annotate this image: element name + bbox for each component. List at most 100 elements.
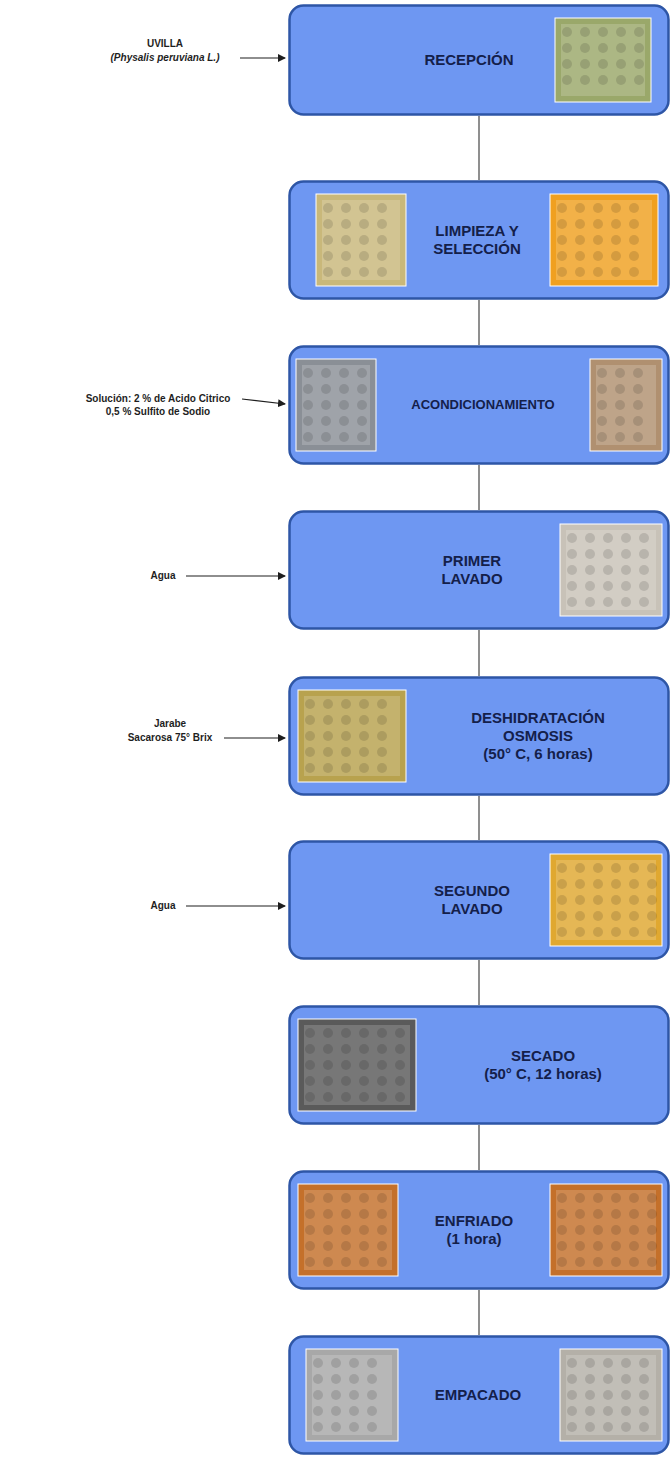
photo-detail [341,267,351,277]
process-box: ENFRIADO(1 hora) [288,1170,670,1290]
photo-detail [557,895,567,905]
photo-detail [377,251,387,261]
photo-detail [367,1406,377,1416]
photo-detail [639,581,649,591]
photo-detail [305,1241,315,1251]
photo-detail [647,1193,657,1203]
photo-detail [395,1092,405,1102]
photo-detail [377,1076,387,1086]
step-condition: (50° C, 12 horas) [484,1065,602,1083]
photo-detail [575,1225,585,1235]
photo-detail [585,549,595,559]
photo-detail [331,1374,341,1384]
photo-detail [593,267,603,277]
photo-detail [615,432,625,442]
photo-detail [611,203,621,213]
photo-detail [566,1355,656,1435]
photo-detail [585,1374,595,1384]
photo-detail [303,368,313,378]
photo-detail [603,533,613,543]
photo-detail [611,1193,621,1203]
text-column: DESHIDRATACIÓN OSMOSIS(50° C, 6 horas) [471,709,605,763]
process-box: ACONDICIONAMIENTO [288,345,670,465]
photo-detail [321,416,331,426]
photo-detail [615,416,625,426]
photo-detail [305,1028,315,1038]
photo-detail [580,27,590,37]
step-title: SECADO [511,1047,575,1065]
photo-detail [341,1028,351,1038]
photo-detail [603,1390,613,1400]
photo-detail [377,731,387,741]
box-shape [288,1005,670,1125]
photo-detail [359,1060,369,1070]
photo-detail [312,1355,392,1435]
photo-detail [598,27,608,37]
photo-detail [323,699,333,709]
photo-detail [575,1209,585,1219]
photo-detail [323,1044,333,1054]
flow-connector [478,1125,480,1170]
photo-detail [647,863,657,873]
photo-detail [593,1193,603,1203]
photo-detail [611,1241,621,1251]
box-outline [290,1172,669,1289]
photo-detail [603,1374,613,1384]
photo-detail [323,251,333,261]
photo-detail [575,219,585,229]
photo-detail [575,879,585,889]
flow-connector [478,630,480,676]
photo-detail [639,1374,649,1384]
photo-detail [304,1025,410,1105]
photo-detail [305,1060,315,1070]
photo-detail [357,432,367,442]
photo-detail [567,1390,577,1400]
photo-detail [567,597,577,607]
photo-detail [395,1076,405,1086]
text-area: SEGUNDO LAVADO [398,840,546,960]
photo-detail [621,549,631,559]
photo-detail [629,267,639,277]
process-box: LIMPIEZA Y SELECCIÓN [288,180,670,300]
photo-detail [321,384,331,394]
photo-detail [562,75,572,85]
photo-detail [567,565,577,575]
box-shape [288,676,670,796]
photo-detail [593,895,603,905]
photo-detail [357,368,367,378]
photo-detail [341,699,351,709]
photo-detail [647,1241,657,1251]
step-condition: (50° C, 6 horas) [483,745,592,763]
photo-detail [313,1406,323,1416]
photo-detail [349,1358,359,1368]
photo-detail [567,549,577,559]
process-box: PRIMER LAVADO [288,510,670,630]
photo-frame [560,1349,662,1441]
photo-detail [323,203,333,213]
photo-detail [377,747,387,757]
photo-detail [323,1193,333,1203]
input-arrow [242,399,285,404]
text-area: ENFRIADO(1 hora) [400,1170,548,1290]
photo-detail [598,43,608,53]
input-label: Sacarosa 75° Brix [128,732,213,744]
photo-detail [341,731,351,741]
photo-detail [357,384,367,394]
process-box: SECADO(50° C, 12 horas) [288,1005,670,1125]
photo-detail [323,267,333,277]
photo-detail [611,911,621,921]
photo-detail [331,1390,341,1400]
photo-detail [593,1225,603,1235]
photo-detail [367,1422,377,1432]
process-box: SEGUNDO LAVADO [288,840,670,960]
photo-detail [621,1406,631,1416]
photo-detail [377,715,387,725]
photo-detail [575,203,585,213]
photo-detail [611,863,621,873]
input-label: Solución: 2 % de Acido Citrico [86,393,231,405]
text-area: ACONDICIONAMIENTO [378,345,588,465]
photo-detail [585,565,595,575]
photo-detail [341,1257,351,1267]
photo-detail [557,251,567,261]
